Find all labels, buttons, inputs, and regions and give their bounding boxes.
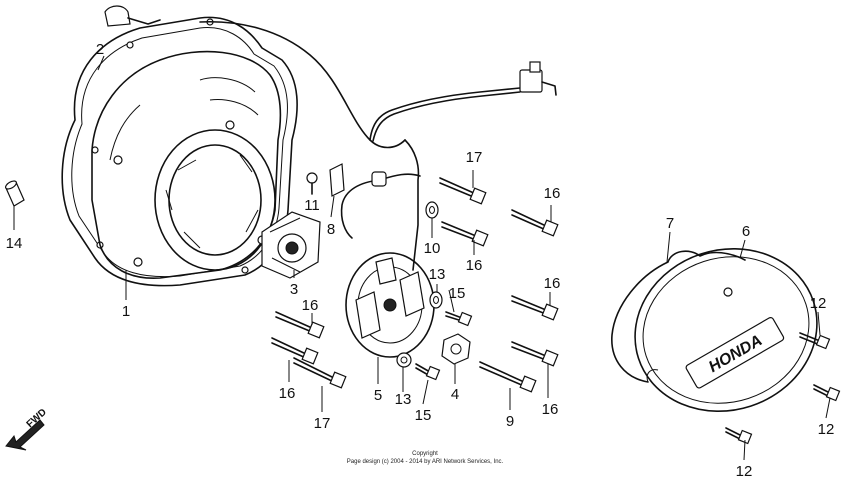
callout-2: 2 (96, 41, 104, 58)
o-ring-part (611, 250, 746, 383)
callout-12-lower: 12 (736, 463, 753, 480)
callout-11: 11 (304, 197, 320, 214)
callout-12-right: 12 (818, 421, 835, 438)
callout-17-lower: 17 (314, 415, 331, 432)
bolt-group (271, 177, 559, 393)
callout-13-lower: 13 (395, 391, 412, 408)
callout-3: 3 (290, 281, 298, 298)
gasket-part (61, 16, 298, 287)
callout-16-middle-right: 16 (544, 275, 561, 292)
callout-16-left-upper: 16 (302, 297, 319, 314)
copyright-line-1: Copyright (412, 451, 438, 457)
nut-part (441, 333, 471, 365)
callout-1: 1 (122, 303, 130, 320)
copyright-line-2: Page design (c) 2004 - 2014 by ARI Netwo… (346, 459, 504, 465)
washer-13-lower-part (396, 352, 412, 368)
callout-5: 5 (374, 387, 382, 404)
stator-part (345, 252, 435, 358)
callout-6: 6 (742, 223, 750, 240)
callout-9: 9 (506, 413, 514, 430)
callout-17-upper: 17 (466, 149, 483, 166)
forward-arrow: FWD (5, 407, 49, 451)
pulser-part (261, 211, 321, 279)
clamp-plate-part (329, 163, 345, 197)
callout-7: 7 (666, 215, 674, 232)
callout-8: 8 (327, 221, 335, 238)
dowel-pin-part (4, 180, 25, 207)
callout-4: 4 (451, 386, 459, 403)
crankcase-cover-part (91, 5, 282, 279)
wiring-harness (199, 20, 557, 271)
washer-10-part (425, 201, 439, 219)
callout-15-lower: 15 (415, 407, 432, 424)
washer-13-upper-part (429, 291, 443, 309)
leader-lines (13, 55, 831, 461)
callout-10: 10 (424, 240, 441, 257)
callout-16-upper-right: 16 (544, 185, 561, 202)
callout-12-upper: 12 (810, 295, 827, 312)
callout-16-lower-right: 16 (542, 401, 559, 418)
callout-16-center: 16 (466, 257, 483, 274)
callout-13-upper: 13 (429, 266, 446, 283)
callout-labels: 2 1 14 3 11 8 10 13 17 16 16 15 16 16 5 … (6, 41, 835, 480)
cover-bolt-group (725, 332, 841, 445)
callout-15-upper: 15 (449, 285, 466, 302)
callout-16-left-lower: 16 (279, 385, 296, 402)
callout-14: 14 (6, 235, 23, 252)
honda-logo: HONDA (685, 317, 785, 389)
generator-cover-part: HONDA (634, 247, 818, 413)
